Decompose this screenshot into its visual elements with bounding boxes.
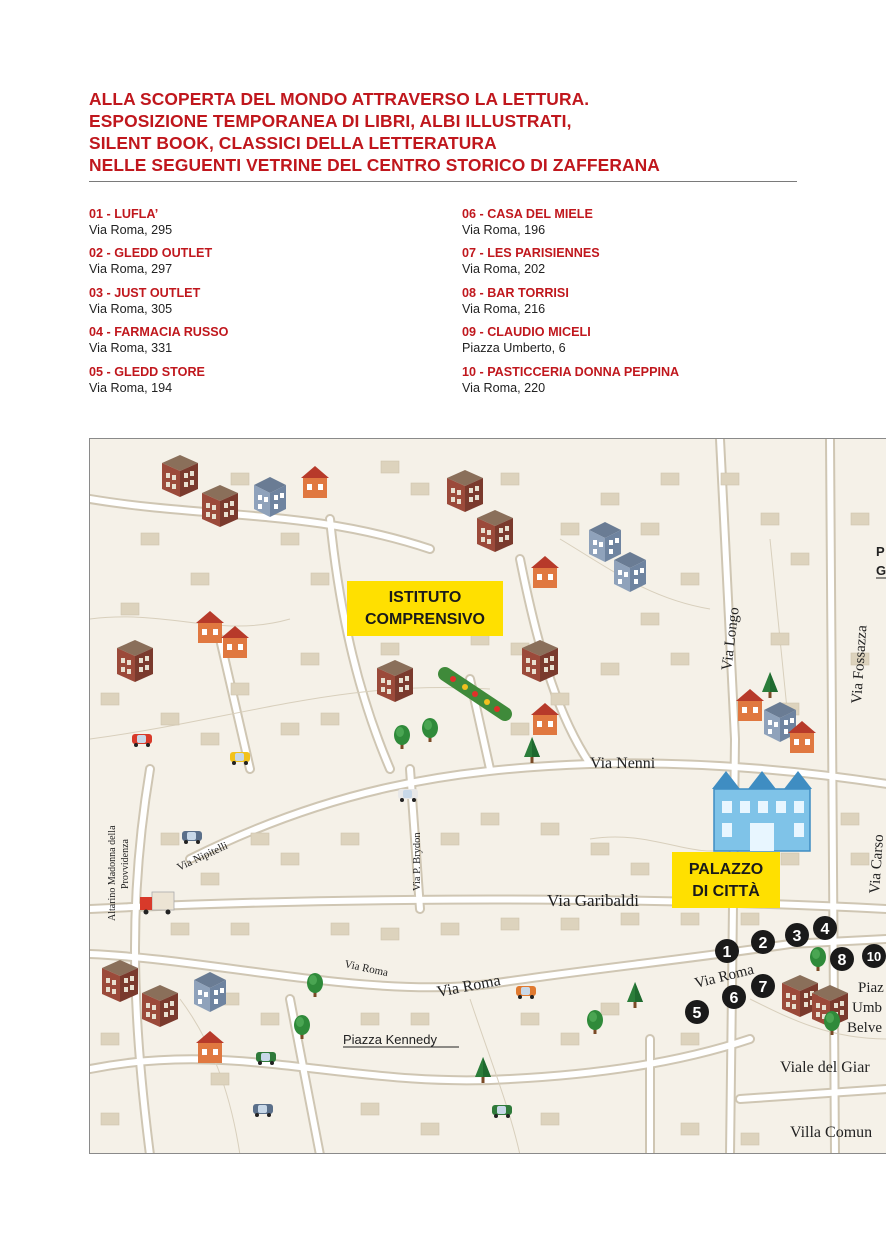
street-via-brydon: Via P. Brydon: [412, 832, 423, 891]
shop-name: 08 - BAR TORRISI: [462, 286, 569, 300]
shop-entry: 10 - PASTICCERIA DONNA PEPPINA Via Roma,…: [462, 364, 822, 396]
street-via-longo: Via Longo: [719, 606, 743, 671]
shop-address: Via Roma, 220: [462, 381, 546, 395]
marker-5: 5: [685, 1000, 709, 1024]
shop-address: Via Roma, 305: [89, 302, 173, 316]
shop-name: 06 - CASA DEL MIELE: [462, 207, 593, 221]
shop-entry: 08 - BAR TORRISI Via Roma, 216: [462, 285, 822, 317]
street-villa-comunale: Villa Comun: [790, 1124, 872, 1141]
svg-text:5: 5: [693, 1005, 702, 1022]
shop-entry: 03 - JUST OUTLET Via Roma, 305: [89, 285, 449, 317]
marker-1: 1: [715, 939, 739, 963]
shop-name: 09 - CLAUDIO MICELI: [462, 325, 591, 339]
heading-line-1: ALLA SCOPERTA DEL MONDO ATTRAVERSO LA LE…: [89, 89, 590, 109]
page-heading: ALLA SCOPERTA DEL MONDO ATTRAVERSO LA LE…: [89, 88, 809, 176]
shop-address: Via Roma, 331: [89, 341, 173, 355]
svg-text:10: 10: [867, 949, 881, 964]
shop-entry: 04 - FARMACIA RUSSO Via Roma, 331: [89, 324, 449, 356]
street-via-fossazza: Via Fossazza: [849, 624, 870, 704]
map-canvas: ISTITUTO COMPRENSIVO PALAZZO DI CITTÀ Vi…: [90, 439, 886, 1153]
shop-address: Via Roma, 295: [89, 223, 173, 237]
street-via-roma-small: Via Roma: [343, 958, 389, 979]
shop-name: 01 - LUFLA’: [89, 207, 159, 221]
shop-address: Via Roma, 202: [462, 262, 546, 276]
heading-line-3: SILENT BOOK, CLASSICI DELLA LETTERATURA: [89, 133, 497, 153]
marker-8: 8: [830, 947, 854, 971]
shop-entry: 09 - CLAUDIO MICELI Piazza Umberto, 6: [462, 324, 822, 356]
marker-6: 6: [722, 985, 746, 1009]
svg-text:8: 8: [838, 952, 847, 969]
shop-entry: 06 - CASA DEL MIELE Via Roma, 196: [462, 206, 822, 238]
svg-text:DI CITTÀ: DI CITTÀ: [692, 881, 760, 900]
shop-name: 03 - JUST OUTLET: [89, 286, 201, 300]
partial-label-2: G: [876, 563, 886, 578]
marker-3: 3: [785, 923, 809, 947]
shop-name: 05 - GLEDD STORE: [89, 365, 205, 379]
partial-label-1: P: [876, 544, 885, 559]
marker-7: 7: [751, 974, 775, 998]
street-viale-giardino: Viale del Giar: [780, 1059, 870, 1076]
shop-name: 04 - FARMACIA RUSSO: [89, 325, 229, 339]
street-altarino-1: Altarino Madonna della: [107, 825, 118, 921]
square-piazza-umberto-2: Umb: [852, 1000, 882, 1016]
street-via-roma-center: Via Roma: [693, 962, 756, 992]
svg-text:COMPRENSIVO: COMPRENSIVO: [365, 611, 485, 628]
shop-entry: 05 - GLEDD STORE Via Roma, 194: [89, 364, 449, 396]
svg-text:PALAZZO: PALAZZO: [689, 861, 763, 878]
street-via-nenni: Via Nenni: [590, 755, 656, 772]
truck: [140, 891, 175, 915]
svg-text:ISTITUTO: ISTITUTO: [389, 589, 462, 606]
street-altarino-2: Provvidenza: [120, 838, 131, 889]
square-piazza-kennedy: Piazza Kennedy: [343, 1032, 437, 1047]
svg-text:4: 4: [821, 921, 830, 938]
street-via-nipitelli: Via Nipitelli: [175, 840, 230, 874]
heading-line-4: NELLE SEGUENTI VETRINE DEL CENTRO STORIC…: [89, 155, 660, 175]
shop-address: Via Roma, 196: [462, 223, 546, 237]
heading-line-2: ESPOSIZIONE TEMPORANEA DI LIBRI, ALBI IL…: [89, 111, 572, 131]
svg-text:3: 3: [793, 928, 802, 945]
shop-name: 10 - PASTICCERIA DONNA PEPPINA: [462, 365, 680, 379]
svg-text:2: 2: [759, 935, 768, 952]
shop-markers: 1 2 3 4 5 6 7 8 10: [685, 916, 886, 1024]
marker-10: 10: [862, 944, 886, 968]
flower-bed: [438, 667, 512, 721]
square-piazza-umberto-1: Piaz: [858, 980, 884, 996]
svg-text:7: 7: [759, 979, 768, 996]
shop-entry: 07 - LES PARISIENNES Via Roma, 202: [462, 245, 822, 277]
marker-2: 2: [751, 930, 775, 954]
street-via-roma-main: Via Roma: [436, 972, 502, 1001]
shop-name: 07 - LES PARISIENNES: [462, 246, 600, 260]
svg-text:1: 1: [723, 944, 732, 961]
street-via-garibaldi: Via Garibaldi: [547, 891, 639, 910]
square-piazza-umberto-3: Belve: [847, 1020, 882, 1036]
shop-entry: 01 - LUFLA’ Via Roma, 295: [89, 206, 449, 238]
palazzo-building: [712, 771, 812, 852]
shop-name: 02 - GLEDD OUTLET: [89, 246, 213, 260]
palazzo-label: PALAZZO DI CITTÀ: [672, 852, 780, 908]
shop-address: Via Roma, 194: [89, 381, 173, 395]
heading-divider: [89, 181, 797, 182]
street-via-carso: Via Carso: [867, 834, 886, 894]
shop-address: Via Roma, 297: [89, 262, 173, 276]
svg-text:6: 6: [730, 990, 739, 1007]
town-map[interactable]: ISTITUTO COMPRENSIVO PALAZZO DI CITTÀ Vi…: [89, 438, 886, 1154]
shop-address: Piazza Umberto, 6: [462, 341, 566, 355]
shop-address: Via Roma, 216: [462, 302, 546, 316]
istituto-label: ISTITUTO COMPRENSIVO: [347, 581, 503, 636]
marker-4: 4: [813, 916, 837, 940]
shop-entry: 02 - GLEDD OUTLET Via Roma, 297: [89, 245, 449, 277]
